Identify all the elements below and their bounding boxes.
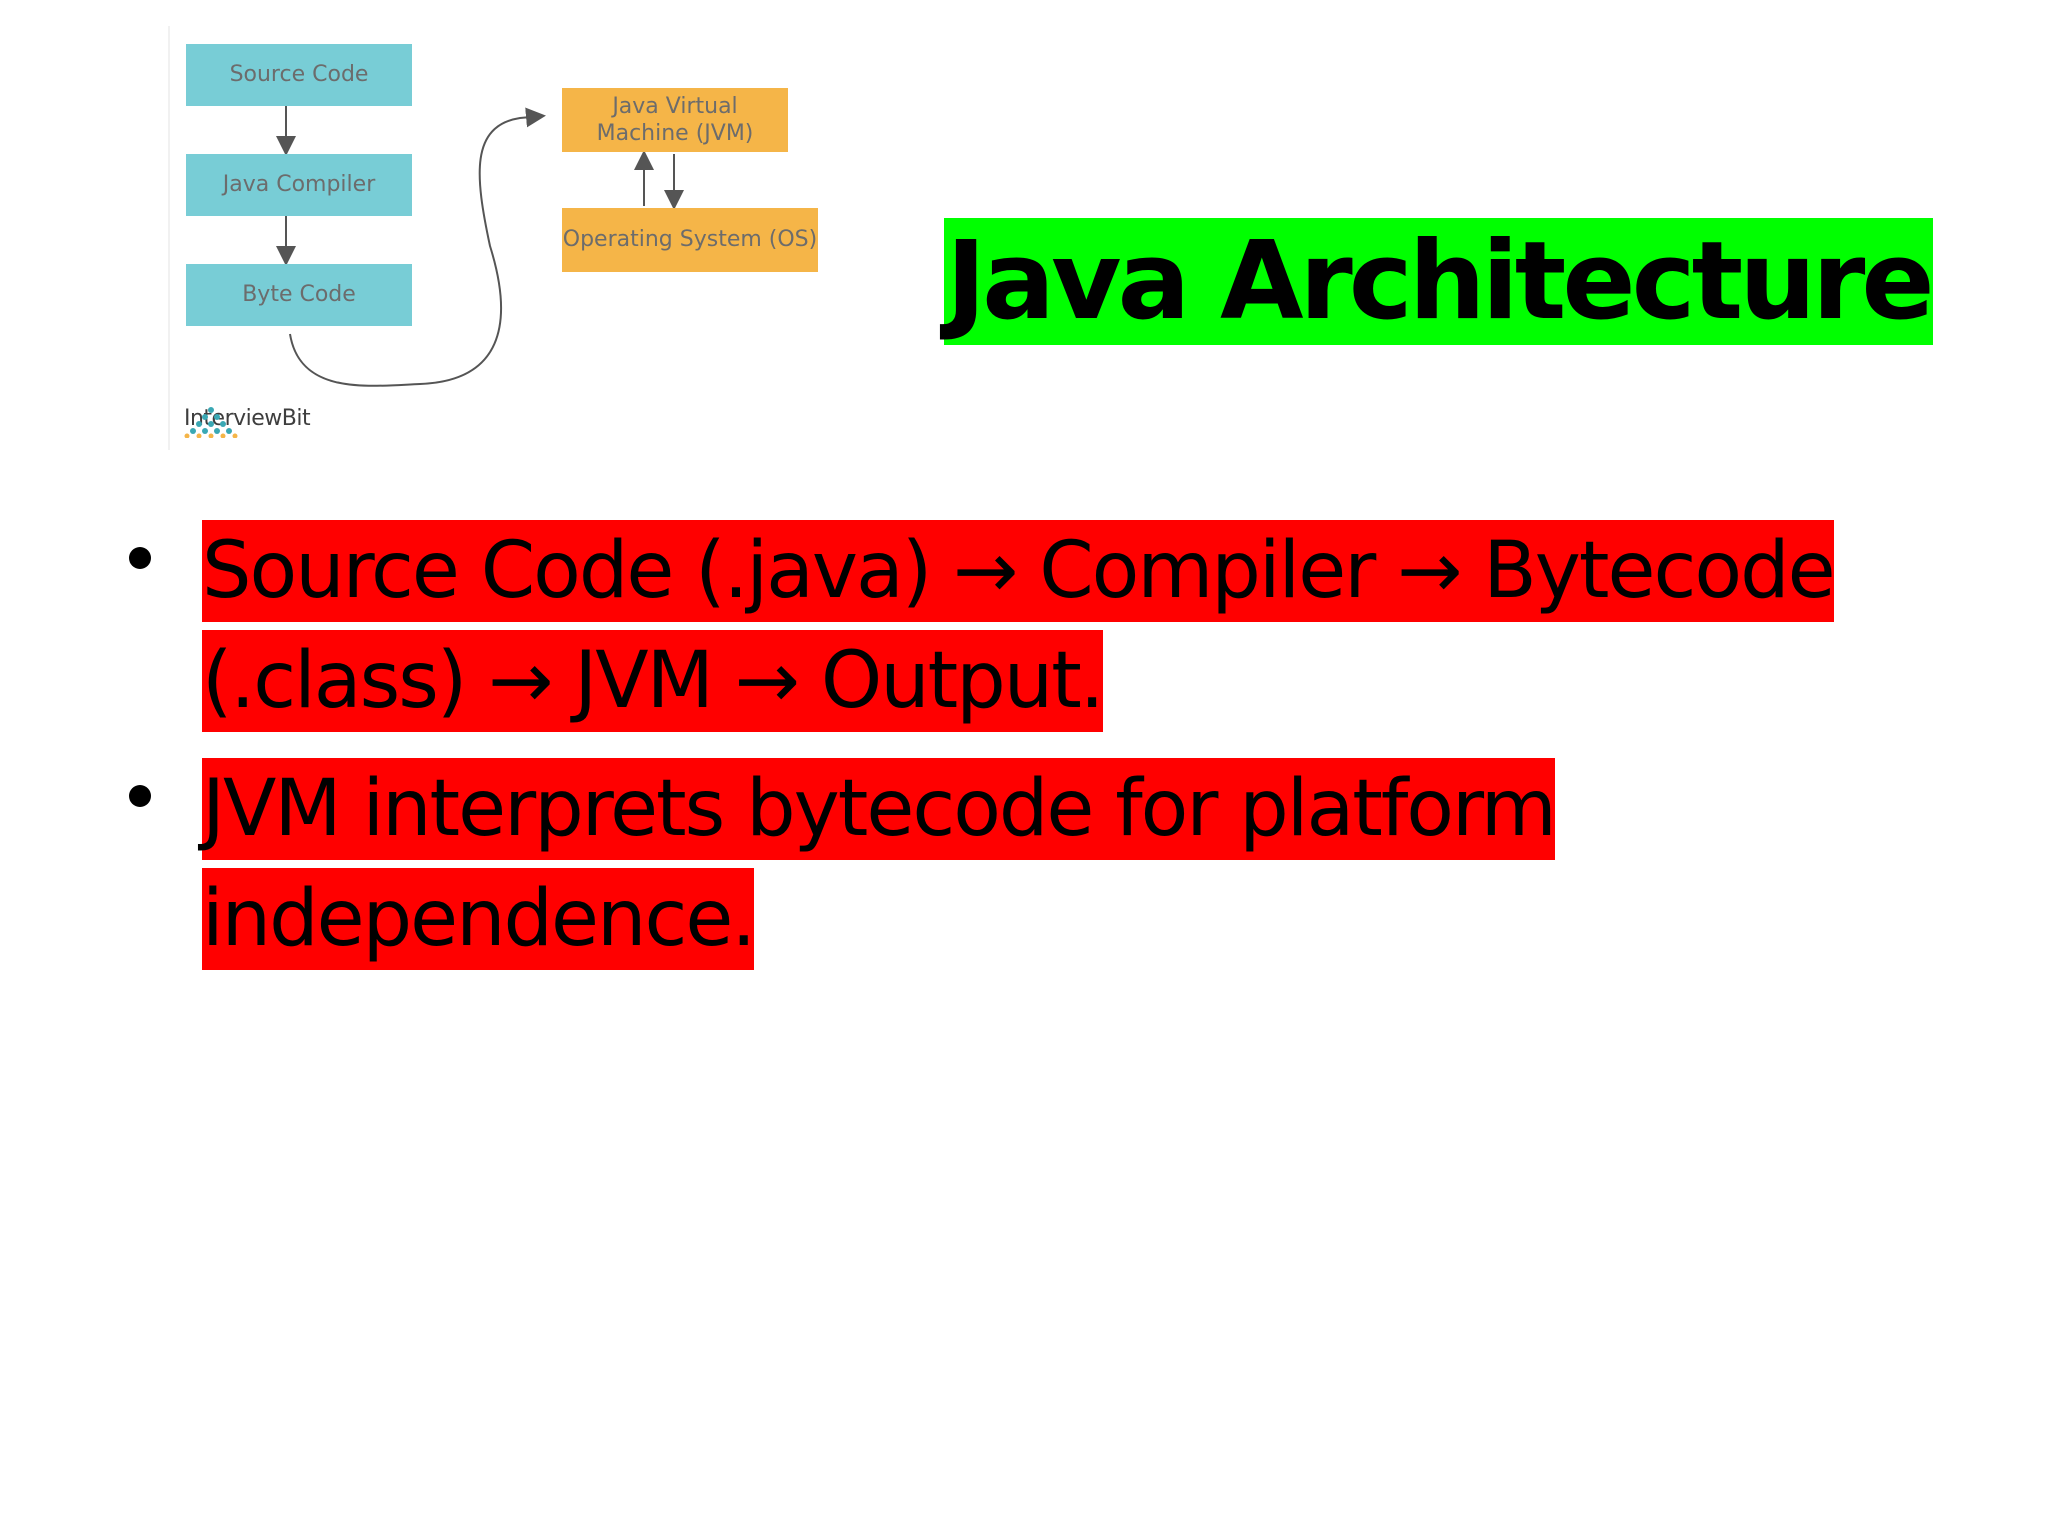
bullet-dot: [129, 547, 151, 569]
bullet-highlight: Source Code (.java) → Compiler → Bytecod…: [202, 520, 1836, 732]
page-title-text: Java Architecture: [946, 218, 1935, 344]
arrow-bytecode-to-jvm: [289, 107, 546, 387]
source-code-box: Source Code: [186, 44, 412, 106]
java-architecture-diagram: Source Code Java Compiler Byte Code Java…: [168, 26, 830, 450]
interviewbit-logo: InterviewBit: [184, 406, 311, 438]
interviewbit-logo-icon: [184, 407, 238, 438]
jvm-box-line2: Machine (JVM): [596, 121, 754, 146]
byte-code-box: Byte Code: [186, 264, 412, 326]
bullet-list: Source Code (.java) → Compiler → Bytecod…: [120, 516, 1880, 992]
diagram-arrows: [276, 106, 684, 387]
list-item: JVM interprets bytecode for platform ind…: [120, 754, 1880, 974]
java-compiler-box: Java Compiler: [186, 154, 412, 216]
bullet-text: JVM interprets bytecode for platform ind…: [202, 754, 1880, 974]
bullet-highlight: JVM interprets bytecode for platform ind…: [202, 758, 1557, 970]
jvm-box: Java Virtual Machine (JVM): [562, 88, 788, 152]
list-item: Source Code (.java) → Compiler → Bytecod…: [120, 516, 1880, 736]
page-title: Java Architecture: [944, 218, 1935, 345]
bullet-dot: [129, 785, 151, 807]
os-box: Operating System (OS): [562, 208, 818, 272]
bullet-text: Source Code (.java) → Compiler → Bytecod…: [202, 516, 1880, 736]
jvm-box-line1: Java Virtual: [612, 93, 738, 119]
